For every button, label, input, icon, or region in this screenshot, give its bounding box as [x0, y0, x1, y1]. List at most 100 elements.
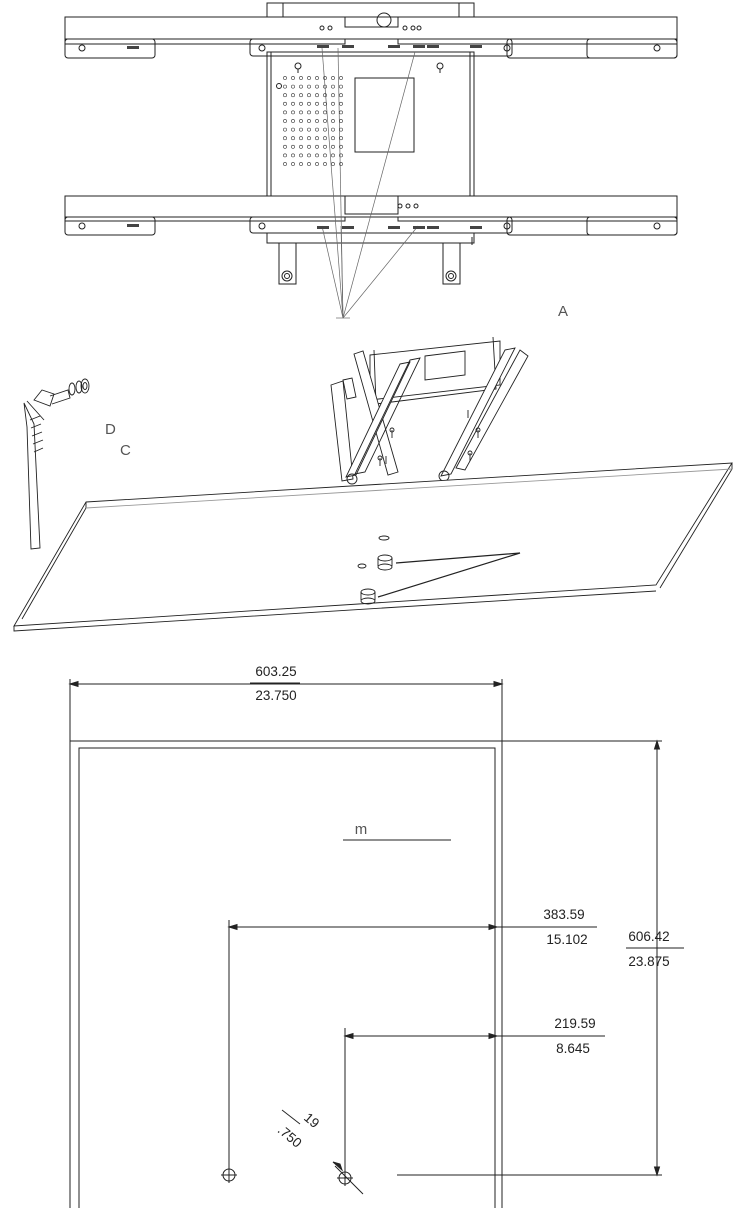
vent-hole: [315, 85, 318, 88]
vent-hole: [307, 137, 310, 140]
vent-hole: [331, 162, 334, 165]
vent-hole: [339, 102, 342, 105]
vent-hole: [315, 102, 318, 105]
callout-c: C: [120, 442, 131, 459]
rail-marking: [427, 45, 439, 48]
vent-hole: [283, 119, 286, 122]
vent-hole: [315, 145, 318, 148]
rail-marking: [342, 226, 354, 229]
vent-hole: [307, 94, 310, 97]
hole-a-in-label: 15.102: [546, 932, 587, 947]
vent-hole: [323, 119, 326, 122]
rail-marking: [470, 45, 482, 48]
vent-hole: [283, 102, 286, 105]
vent-hole: [331, 154, 334, 157]
vent-hole: [299, 111, 302, 114]
vent-hole: [283, 137, 286, 140]
vent-hole: [339, 119, 342, 122]
callout-d: D: [105, 421, 116, 438]
vent-hole: [299, 162, 302, 165]
callout-m: m: [355, 821, 368, 838]
vent-hole: [299, 94, 302, 97]
vent-hole: [331, 111, 334, 114]
vent-hole: [299, 137, 302, 140]
vent-hole: [291, 154, 294, 157]
vent-hole: [323, 145, 326, 148]
vent-hole: [331, 76, 334, 79]
vent-hole: [307, 128, 310, 131]
vent-hole: [299, 76, 302, 79]
vent-hole: [323, 154, 326, 157]
rail-marking: [388, 226, 400, 229]
vent-hole: [323, 94, 326, 97]
vent-hole: [299, 154, 302, 157]
vent-hole: [291, 128, 294, 131]
rail-marking: [317, 45, 329, 48]
rail-marking: [388, 45, 400, 48]
rail-marking: [127, 224, 139, 227]
vent-hole: [331, 119, 334, 122]
vent-hole: [291, 162, 294, 165]
display-panel: [14, 463, 732, 631]
bracket-top-view: [65, 3, 677, 318]
vent-hole: [291, 94, 294, 97]
vent-hole: [323, 128, 326, 131]
dimensioned-outline-view: [70, 679, 684, 1208]
vent-hole: [299, 102, 302, 105]
vent-hole: [283, 94, 286, 97]
vent-hole: [299, 85, 302, 88]
vent-hole: [291, 85, 294, 88]
vent-hole: [323, 111, 326, 114]
rail-marking: [470, 226, 482, 229]
isometric-assembly-view: [14, 337, 732, 631]
vent-hole: [291, 111, 294, 114]
vent-hole: [315, 119, 318, 122]
rail-marking: [127, 46, 139, 49]
vent-hole: [339, 85, 342, 88]
vent-hole: [315, 128, 318, 131]
rail-marking: [413, 45, 425, 48]
rail-marking: [342, 45, 354, 48]
vent-hole: [283, 111, 286, 114]
vent-hole: [299, 128, 302, 131]
vent-hole: [331, 85, 334, 88]
vent-hole: [315, 76, 318, 79]
vent-hole: [331, 128, 334, 131]
vent-hole: [299, 145, 302, 148]
hole-b-mm-label: 219.59: [554, 1016, 595, 1031]
hole-a-mm-label: 383.59: [543, 907, 584, 922]
vent-hole: [331, 94, 334, 97]
vent-hole: [307, 154, 310, 157]
height-in-label: 23.875: [628, 954, 669, 969]
rail-part-markings: [127, 45, 482, 229]
vent-hole: [323, 162, 326, 165]
vent-hole: [339, 94, 342, 97]
vent-hole: [339, 111, 342, 114]
rail-marking: [413, 226, 425, 229]
vent-hole: [307, 162, 310, 165]
vent-hole: [315, 94, 318, 97]
hole-dia-mm-label: 19: [301, 1110, 322, 1131]
vent-hole: [307, 119, 310, 122]
isometric-bracket: [331, 337, 528, 484]
vent-hole: [323, 76, 326, 79]
vent-hole: [315, 111, 318, 114]
vent-hole: [291, 137, 294, 140]
vent-hole: [331, 137, 334, 140]
mounting-hole-a: [221, 1167, 237, 1183]
width-mm-label: 603.25: [255, 664, 296, 679]
vent-hole: [283, 162, 286, 165]
vent-hole: [307, 85, 310, 88]
vent-hole: [339, 128, 342, 131]
vent-hole: [283, 128, 286, 131]
vent-hole: [331, 145, 334, 148]
vent-hole: [283, 76, 286, 79]
vent-hole: [291, 119, 294, 122]
vent-hole: [331, 102, 334, 105]
vent-hole: [315, 154, 318, 157]
vent-hole: [283, 85, 286, 88]
hole-b-in-label: 8.645: [556, 1041, 590, 1056]
rail-marking: [317, 226, 329, 229]
width-in-label: 23.750: [255, 688, 296, 703]
